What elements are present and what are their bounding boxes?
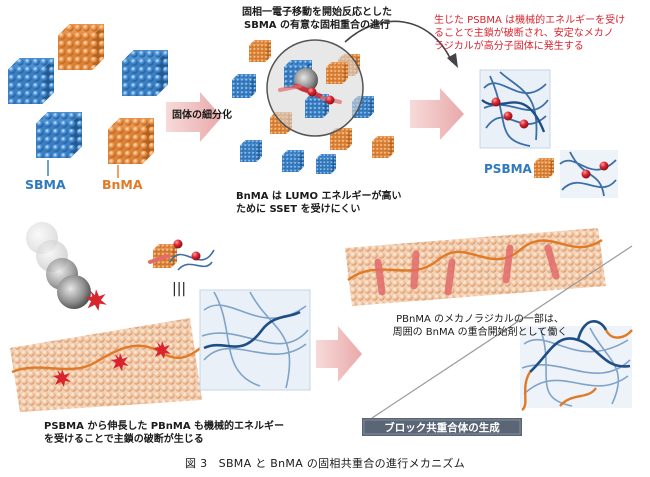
- sset-line-1: 固相一電子移動を開始反応とした: [242, 7, 392, 18]
- chain-line-2: を受けることで主鎖の破断が生じる: [44, 434, 204, 445]
- divider-line: [371, 245, 633, 419]
- mechano-line-1: 生じた PSBMA は機械的エネルギーを受け: [434, 15, 626, 26]
- sbma-label: SBMA: [25, 177, 66, 192]
- step-fine-division-label: 固体の細分化: [172, 110, 232, 121]
- lumo-line-1: BnMA は LUMO エネルギーが高い: [236, 191, 402, 202]
- pbnma-strip: [10, 318, 207, 412]
- arrow-block-formation: [316, 326, 362, 382]
- block-copolymer-banner: [362, 418, 522, 436]
- block-copolymer-network: [520, 320, 633, 411]
- mechano-line-3: ラジカルが高分子固体に発生する: [434, 41, 584, 52]
- psbma-network: [479, 69, 551, 149]
- mechano-line-2: ることで主鎖が破断され、安定なメカノ: [434, 28, 614, 39]
- milling-balls: [26, 222, 107, 311]
- psbma-block-box: [199, 289, 311, 391]
- psbma-mixed-particle: [534, 150, 618, 198]
- pbnma-line-1: PBnMA のメカノラジカルの一部は、: [396, 314, 564, 325]
- sset-zoom-circle: [266, 39, 364, 137]
- bnma-label: BnMA: [102, 177, 143, 192]
- equivalence-mark: |||: [172, 281, 187, 297]
- pbnma-initiation-strip: [345, 228, 606, 306]
- psbma-label: PSBMA: [484, 162, 532, 176]
- pbnma-initiator-description: PBnMA のメカノラジカルの一部は、 周囲の BnMA の重合開始剤として働く: [380, 313, 580, 339]
- chain-scission-description: PSBMA から伸長した PBnMA も機械的エネルギー を受けることで主鎖の破…: [44, 420, 284, 446]
- chain-line-1: PSBMA から伸長した PBnMA も機械的エネルギー: [44, 421, 285, 432]
- arrow-mechanoradical: [410, 88, 464, 140]
- lumo-description: BnMA は LUMO エネルギーが高い ために SSET を受けにくい: [236, 190, 401, 216]
- curved-arrow: [344, 20, 453, 63]
- sset-line-2: SBMA の有意な固相重合の進行: [244, 20, 390, 31]
- small-block-particle: [148, 239, 215, 271]
- figure-caption: 図 3 SBMA と BnMA の固相共重合の進行メカニズム: [184, 457, 466, 470]
- mechanoradical-description: 生じた PSBMA は機械的エネルギーを受け ることで主鎖が破断され、安定なメカ…: [434, 14, 625, 53]
- arrow-fine-division: [166, 92, 222, 142]
- sset-description: 固相一電子移動を開始反応とした SBMA の有意な固相重合の進行: [236, 6, 398, 32]
- pbnma-line-2: 周囲の BnMA の重合開始剤として働く: [392, 327, 568, 338]
- bulk-crystals: [8, 24, 168, 164]
- lumo-line-2: ために SSET を受けにくい: [236, 204, 361, 215]
- banner-label: ブロック共重合体の生成: [384, 422, 500, 434]
- curved-arrow-head: [447, 53, 458, 68]
